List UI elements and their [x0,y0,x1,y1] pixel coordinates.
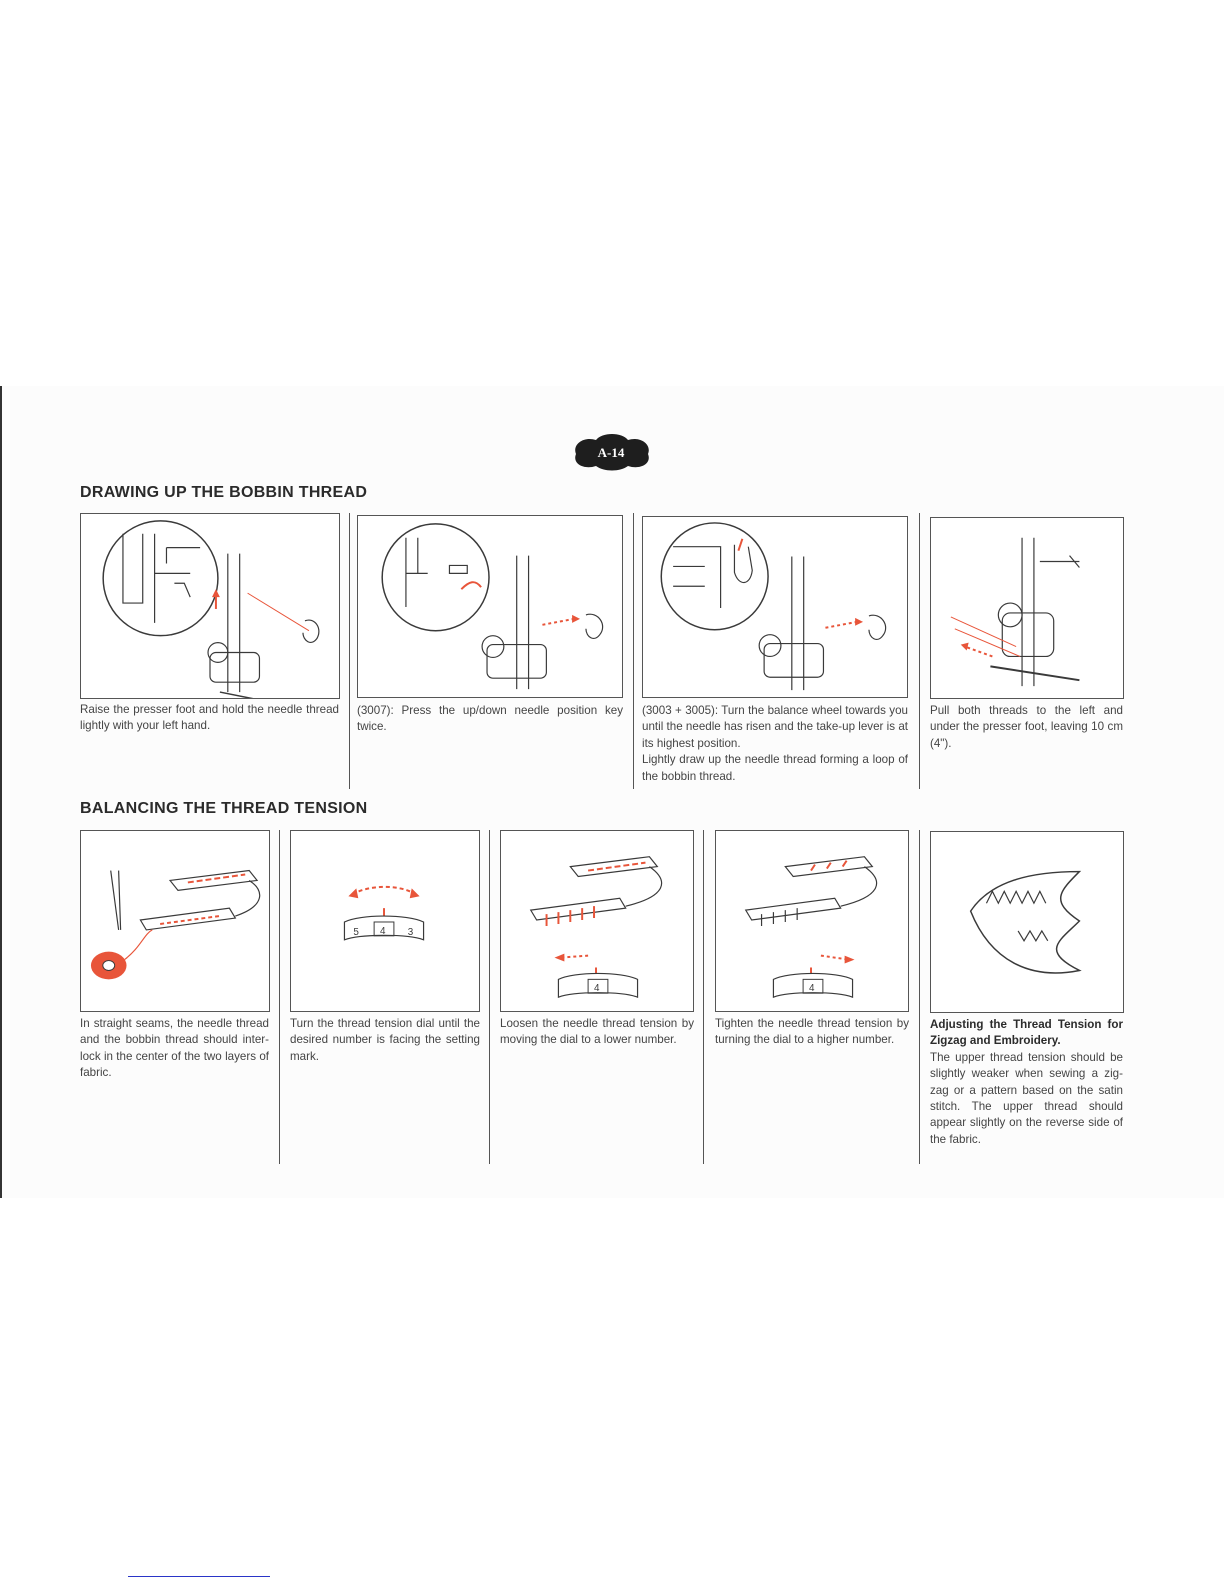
caption-step-3-line1: (3003 + 3005): Turn the balance wheel to… [642,704,908,750]
page-number: A-14 [597,445,625,460]
column-divider [489,830,490,1164]
column-divider [703,830,704,1164]
illustration-pull-threads [930,517,1124,699]
illustration-zigzag-tension [930,831,1124,1013]
caption-step-1: Raise the presser foot and hold the need… [80,703,339,733]
column-divider [349,513,350,789]
illustration-tension-dial: 5 4 3 [290,830,480,1012]
section-title-bobbin: DRAWING UP THE BOBBIN THREAD [80,484,368,501]
dial-number-center: 4 [809,983,815,994]
caption-tension-3: Loosen the needle thread tension by movi… [500,1017,694,1047]
caption-tension-5-heading: Adjusting the Thread Tension for Zigzag … [930,1018,1123,1048]
caption-tension-2: Turn the thread tension dial until the d… [290,1017,480,1063]
caption-tension-4: Tighten the needle thread tension by tur… [715,1017,909,1047]
caption-tension-1: In straight seams, the needle thread and… [80,1017,269,1080]
column-divider [633,513,634,789]
dial-number-center: 4 [380,926,386,937]
illustration-needle-position-key [357,515,623,698]
column-divider [919,513,920,789]
caption-step-3-line2: Lightly draw up the needle thread formin… [642,753,908,783]
column-divider [279,830,280,1164]
dial-number-center: 4 [594,983,600,994]
illustration-balanced-stitch [80,830,270,1012]
footer-rule [128,1576,270,1577]
section-title-tension: BALANCING THE THREAD TENSION [80,800,368,817]
dial-number-left: 5 [353,927,359,938]
caption-step-3: (3003 + 3005): Turn the balance wheel to… [642,703,908,785]
illustration-tighten-tension: 4 [715,830,909,1012]
illustration-balance-wheel [642,516,908,698]
illustration-raise-presser-foot [80,513,340,699]
caption-step-4: Pull both threads to the left and under … [930,704,1123,750]
caption-tension-5-body: The upper thread tension should be sligh… [930,1050,1123,1146]
illustration-loosen-tension: 4 [500,830,694,1012]
caption-tension-5: Adjusting the Thread Tension for Zigzag … [930,1017,1123,1148]
page-badge-shape [575,434,649,471]
column-divider [919,830,920,1164]
caption-step-2: (3007): Press the up/down needle positio… [357,704,623,734]
dial-number-right: 3 [408,927,414,938]
